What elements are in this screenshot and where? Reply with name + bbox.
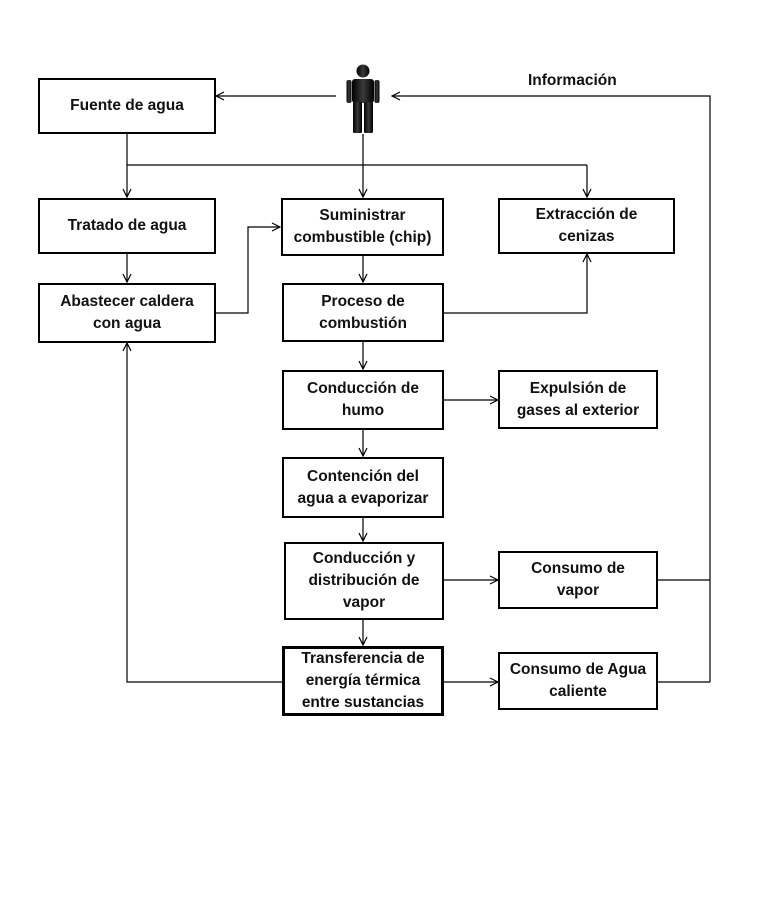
node-abastecer-caldera: Abastecer caldera con agua [38,283,216,343]
node-consumo-agua-caliente: Consumo de Agua caliente [498,652,658,710]
node-label: Conducción y distribución de vapor [308,550,420,611]
node-conduccion-vapor: Conducción y distribución de vapor [284,542,444,620]
person-icon [346,64,380,133]
node-label: Extracción de cenizas [535,206,638,245]
edge-informacion [392,96,711,682]
node-suministrar-combustible: Suministrar combustible (chip) [281,198,444,256]
node-label: Fuente de agua [70,97,184,115]
node-label: Contención del agua a evaporizar [297,467,429,507]
informacion-label: Información [528,72,617,89]
edge-transferencia-abastecer [127,343,282,683]
edge-proceso-extraccion [444,254,587,314]
node-label: Tratado de agua [67,217,187,235]
node-label: Proceso de combustión [319,292,407,332]
edge-abastecer-suministrar [216,227,280,314]
node-label: Consumo de Agua caliente [509,661,647,700]
node-label: Conducción de humo [307,380,419,419]
node-expulsion-gases: Expulsión de gases al exterior [498,370,658,429]
node-contencion-agua: Contención del agua a evaporizar [282,457,444,518]
node-fuente-de-agua: Fuente de agua [38,78,216,134]
node-proceso-combustion: Proceso de combustión [282,283,444,342]
node-label: Abastecer caldera con agua [60,293,194,332]
node-label: Transferencia de energía térmica entre s… [301,650,425,711]
node-label: Suministrar combustible (chip) [293,207,432,246]
node-tratado-de-agua: Tratado de agua [38,198,216,254]
node-consumo-vapor: Consumo de vapor [498,551,658,609]
node-label: Consumo de vapor [531,560,625,599]
node-conduccion-humo: Conducción de humo [282,370,444,430]
node-extraccion-cenizas: Extracción de cenizas [498,198,675,254]
node-label: Expulsión de gases al exterior [516,379,640,419]
node-transferencia-energia: Transferencia de energía térmica entre s… [282,646,444,716]
